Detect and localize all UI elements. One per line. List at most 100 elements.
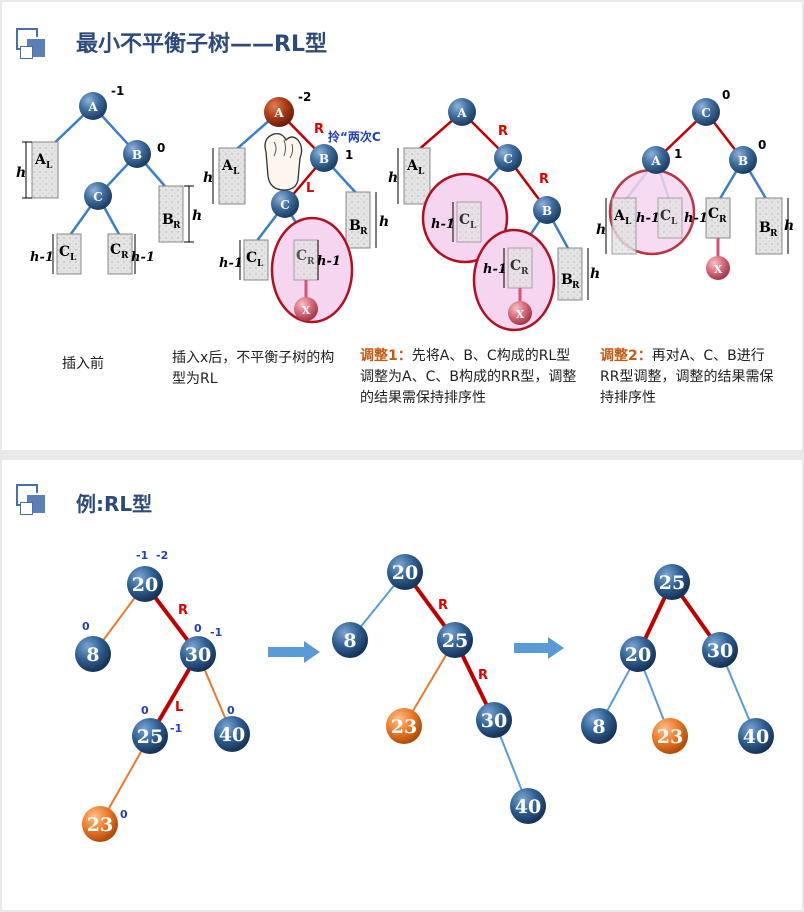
tree-node [654,564,690,600]
balance-factor: 0 [82,620,90,633]
node-label: A [87,100,98,114]
balance-factor: 0 [194,622,202,635]
height-label: h [590,266,600,282]
node-label: 20 [625,644,651,666]
tree-node [448,98,476,126]
subtree-CR [705,197,731,239]
tree-node-inserted [652,718,688,754]
tree-node-inserted [82,806,118,842]
subtree-CL [56,233,82,275]
tree-node [437,622,473,658]
tree-node [738,718,774,754]
node-label: 30 [481,710,507,732]
balance-factor: -2 [156,549,168,562]
example-tree-balanced: 25 20 30 8 23 40 [581,564,774,754]
step1-text: 先将A、B、C构成的RL型调整为A、C、B构成的RR型，调整的结果需保持排序性 [360,348,577,406]
tree-step1: h h h-1 h-1 A L C L C R B R A C B X R R [388,98,600,332]
step1-label: 调整1： [360,348,412,364]
balance-factor: -2 [298,90,311,104]
subtree-BR [345,191,371,249]
node-label: B [542,204,552,218]
height-label: h-1 [317,254,341,269]
node-label: 23 [657,726,683,748]
subtree-CL [657,197,683,239]
tree-node [84,182,112,210]
pinch-note: 拎“两次C [328,129,381,144]
node-label: 8 [592,716,605,738]
subtree-label: B [561,272,573,288]
balance-factor: 0 [758,138,766,152]
subtree-label: B [162,212,174,228]
section-icon [16,484,50,518]
node-label: 20 [392,562,418,584]
node-label: C [503,152,513,166]
height-label: h-1 [30,250,54,265]
caption-step2: 调整2：再对A、C、B进行RR型调整，调整的结果需保持排序性 [600,346,782,409]
tree-step2: h h h-1 h-1 A L C L C R B R C A B X 0 1 … [596,88,794,280]
balance-factor: -1 [136,549,148,562]
tree-node [214,716,250,752]
height-label: h [379,214,389,230]
balance-factor: 0 [227,704,235,717]
subtree-sub: R [307,257,315,267]
subtree-sub: R [770,229,778,239]
subtree-label: C [110,242,121,258]
tree-node-inserted [294,297,318,321]
node-label: 40 [743,726,769,748]
subtree-label: A [34,152,47,168]
height-label: h-1 [131,250,155,265]
arrow-right-icon [268,641,320,663]
tree-node [127,566,163,602]
tree-node [620,636,656,672]
edge-mark-L: L [306,181,314,196]
subtree-sub: L [671,217,678,227]
subtree-sub: R [360,227,368,237]
tree-node [387,554,423,590]
subtree-sub: R [121,251,129,261]
height-label: h-1 [684,211,708,226]
step2-text: 再对A、C、B进行RR型调整，调整的结果需保持排序性 [600,348,774,406]
caption-after-insert: 插入x后，不平衡子树的构型为RL [172,350,335,387]
tree-node [476,702,512,738]
node-label: 40 [515,796,541,818]
subtree-sub: L [233,167,240,177]
height-label: h [596,222,606,238]
height-label: h-1 [431,217,455,232]
step2-label: 调整2： [600,348,652,364]
pinching-hand-icon [264,132,303,191]
node-label: 25 [442,630,468,652]
node-label: 30 [185,644,211,666]
subtree-label: A [406,158,419,174]
subtree-BR [158,185,184,243]
caption-before: 插入前 [62,356,104,372]
subtree-label: C [510,258,521,274]
node-label: B [319,152,329,166]
tree-node [510,788,546,824]
edge-mark-L: L [175,700,183,715]
node-label: 20 [132,574,158,596]
tree-node [581,708,617,744]
tree-node [533,196,561,224]
tree-after-insert: h h h-1 h-1 A L B R C L C R A B C X -2 1… [203,90,389,324]
subtree-label: B [759,220,771,236]
subtree-CR [507,247,533,289]
height-label: h [192,208,202,224]
subtree-label: A [221,158,234,174]
node-label: 23 [87,814,113,836]
node-label: 25 [659,572,685,594]
height-label: h-1 [636,211,660,226]
edge-mark-R: R [498,124,508,139]
subtree-BR [557,247,583,301]
subtree-sub: L [70,253,77,263]
example-tree-unbalanced: 20 8 30 25 40 23 -1 -2 0 0 -1 0 -1 0 0 R… [75,549,250,842]
subtree-CL [243,239,269,281]
subtree-sub: R [572,281,580,291]
height-label: h [203,170,213,186]
subtree-sub: L [46,161,53,171]
balance-factor: -1 [111,84,124,98]
subtree-CL [456,201,482,243]
subtree-sub: L [257,259,264,269]
node-label: C [701,106,711,120]
rl-example-diagram: 20 8 30 25 40 23 -1 -2 0 0 -1 0 -1 0 0 R… [75,549,774,842]
tree-node [642,146,670,174]
